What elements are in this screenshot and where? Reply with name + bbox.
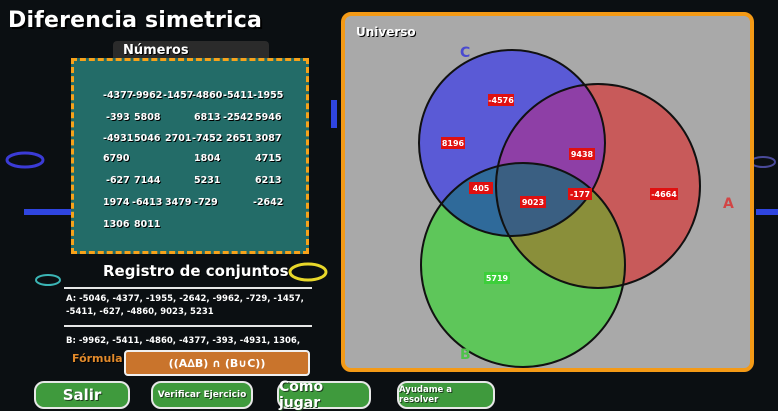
registro-title: Registro de conjuntos	[103, 262, 289, 280]
divider	[64, 287, 312, 289]
number-chip[interactable]: -7452	[192, 133, 223, 144]
universe-label: Universo	[356, 25, 416, 39]
number-chip[interactable]: -4377	[103, 90, 134, 101]
svg-text:8196: 8196	[442, 139, 465, 148]
number-chip[interactable]: -2542	[223, 112, 254, 123]
number-chip[interactable]: 3087	[255, 133, 282, 144]
number-chip[interactable]: 1306	[103, 219, 130, 230]
number-chip[interactable]: 2701	[165, 133, 192, 144]
number-chip[interactable]: -1457	[163, 90, 194, 101]
abc-overlap-group	[496, 163, 605, 236]
number-chip[interactable]: -4931	[103, 133, 134, 144]
set-b-outline	[420, 162, 626, 368]
number-chip[interactable]: 3479	[165, 197, 192, 208]
placed-number-tag[interactable]: 405	[469, 182, 493, 194]
svg-text:9023: 9023	[522, 198, 544, 207]
verificar-ejercicio-button[interactable]: Verificar Ejercicio	[151, 381, 253, 409]
numbers-panel	[71, 58, 309, 254]
salir-button[interactable]: Salir	[34, 381, 130, 409]
number-chip[interactable]: 7144	[134, 175, 161, 186]
ayudame-a-resolver-button[interactable]: Ayudame a resolver	[397, 381, 495, 409]
set-b-record: B: -9962, -5411, -4860, -4377, -393, -49…	[66, 336, 301, 346]
svg-text:405: 405	[473, 184, 490, 193]
svg-text:9438: 9438	[571, 150, 594, 159]
set-c-outline	[418, 49, 606, 237]
formula-display: ((A∆B) ∩ (B∪C))	[124, 350, 310, 376]
placed-number-tag[interactable]: -4664	[650, 188, 678, 200]
number-chip[interactable]: 5046	[134, 133, 161, 144]
svg-text:-177: -177	[570, 190, 590, 199]
number-chip[interactable]: -627	[106, 175, 130, 186]
number-chip[interactable]: -4860	[192, 90, 223, 101]
number-chip[interactable]: 1804	[194, 153, 221, 164]
placed-number-tag[interactable]: 9023	[520, 196, 546, 208]
number-chip[interactable]: 4715	[255, 153, 282, 164]
set-b-label: B	[460, 347, 471, 363]
como-jugar-button[interactable]: Como jugar	[277, 379, 371, 411]
number-chip[interactable]: -393	[106, 112, 130, 123]
number-chip[interactable]: -6413	[132, 197, 163, 208]
placed-number-tag[interactable]: 9438	[569, 148, 595, 160]
placed-number-tag[interactable]: 8196	[441, 137, 465, 149]
formula-label: Fórmula	[72, 352, 123, 365]
number-chip[interactable]: -2642	[253, 197, 284, 208]
number-chip[interactable]: 5808	[134, 112, 161, 123]
number-chip[interactable]: 6813	[194, 112, 221, 123]
number-chip[interactable]: -5411	[223, 90, 254, 101]
set-a-record: A: -5046, -4377, -1955, -2642, -9962, -7…	[66, 294, 304, 317]
number-chip[interactable]: 6213	[255, 175, 282, 186]
placed-number-tag[interactable]: -4576	[488, 94, 514, 106]
svg-text:-4576: -4576	[488, 96, 514, 105]
page-title: Diferencia simetrica	[8, 8, 263, 33]
set-a-label: A	[723, 196, 734, 212]
number-chip[interactable]: 5946	[255, 112, 282, 123]
number-chip[interactable]: 2651	[226, 133, 253, 144]
number-chip[interactable]: 5231	[194, 175, 221, 186]
divider	[64, 325, 312, 327]
svg-text:-4664: -4664	[651, 190, 677, 199]
set-c-label: C	[460, 45, 470, 61]
number-chip[interactable]: -1955	[253, 90, 284, 101]
number-chip[interactable]: 1974	[103, 197, 130, 208]
placed-number-tag[interactable]: 5719	[484, 272, 510, 284]
svg-text:5719: 5719	[486, 274, 509, 283]
number-chip[interactable]: -729	[194, 197, 218, 208]
placed-number-tag[interactable]: -177	[568, 188, 592, 200]
number-chip[interactable]: 8011	[134, 219, 161, 230]
set-a-outline	[495, 83, 701, 289]
number-chip[interactable]: -9962	[132, 90, 163, 101]
number-chip[interactable]: 6790	[103, 153, 130, 164]
